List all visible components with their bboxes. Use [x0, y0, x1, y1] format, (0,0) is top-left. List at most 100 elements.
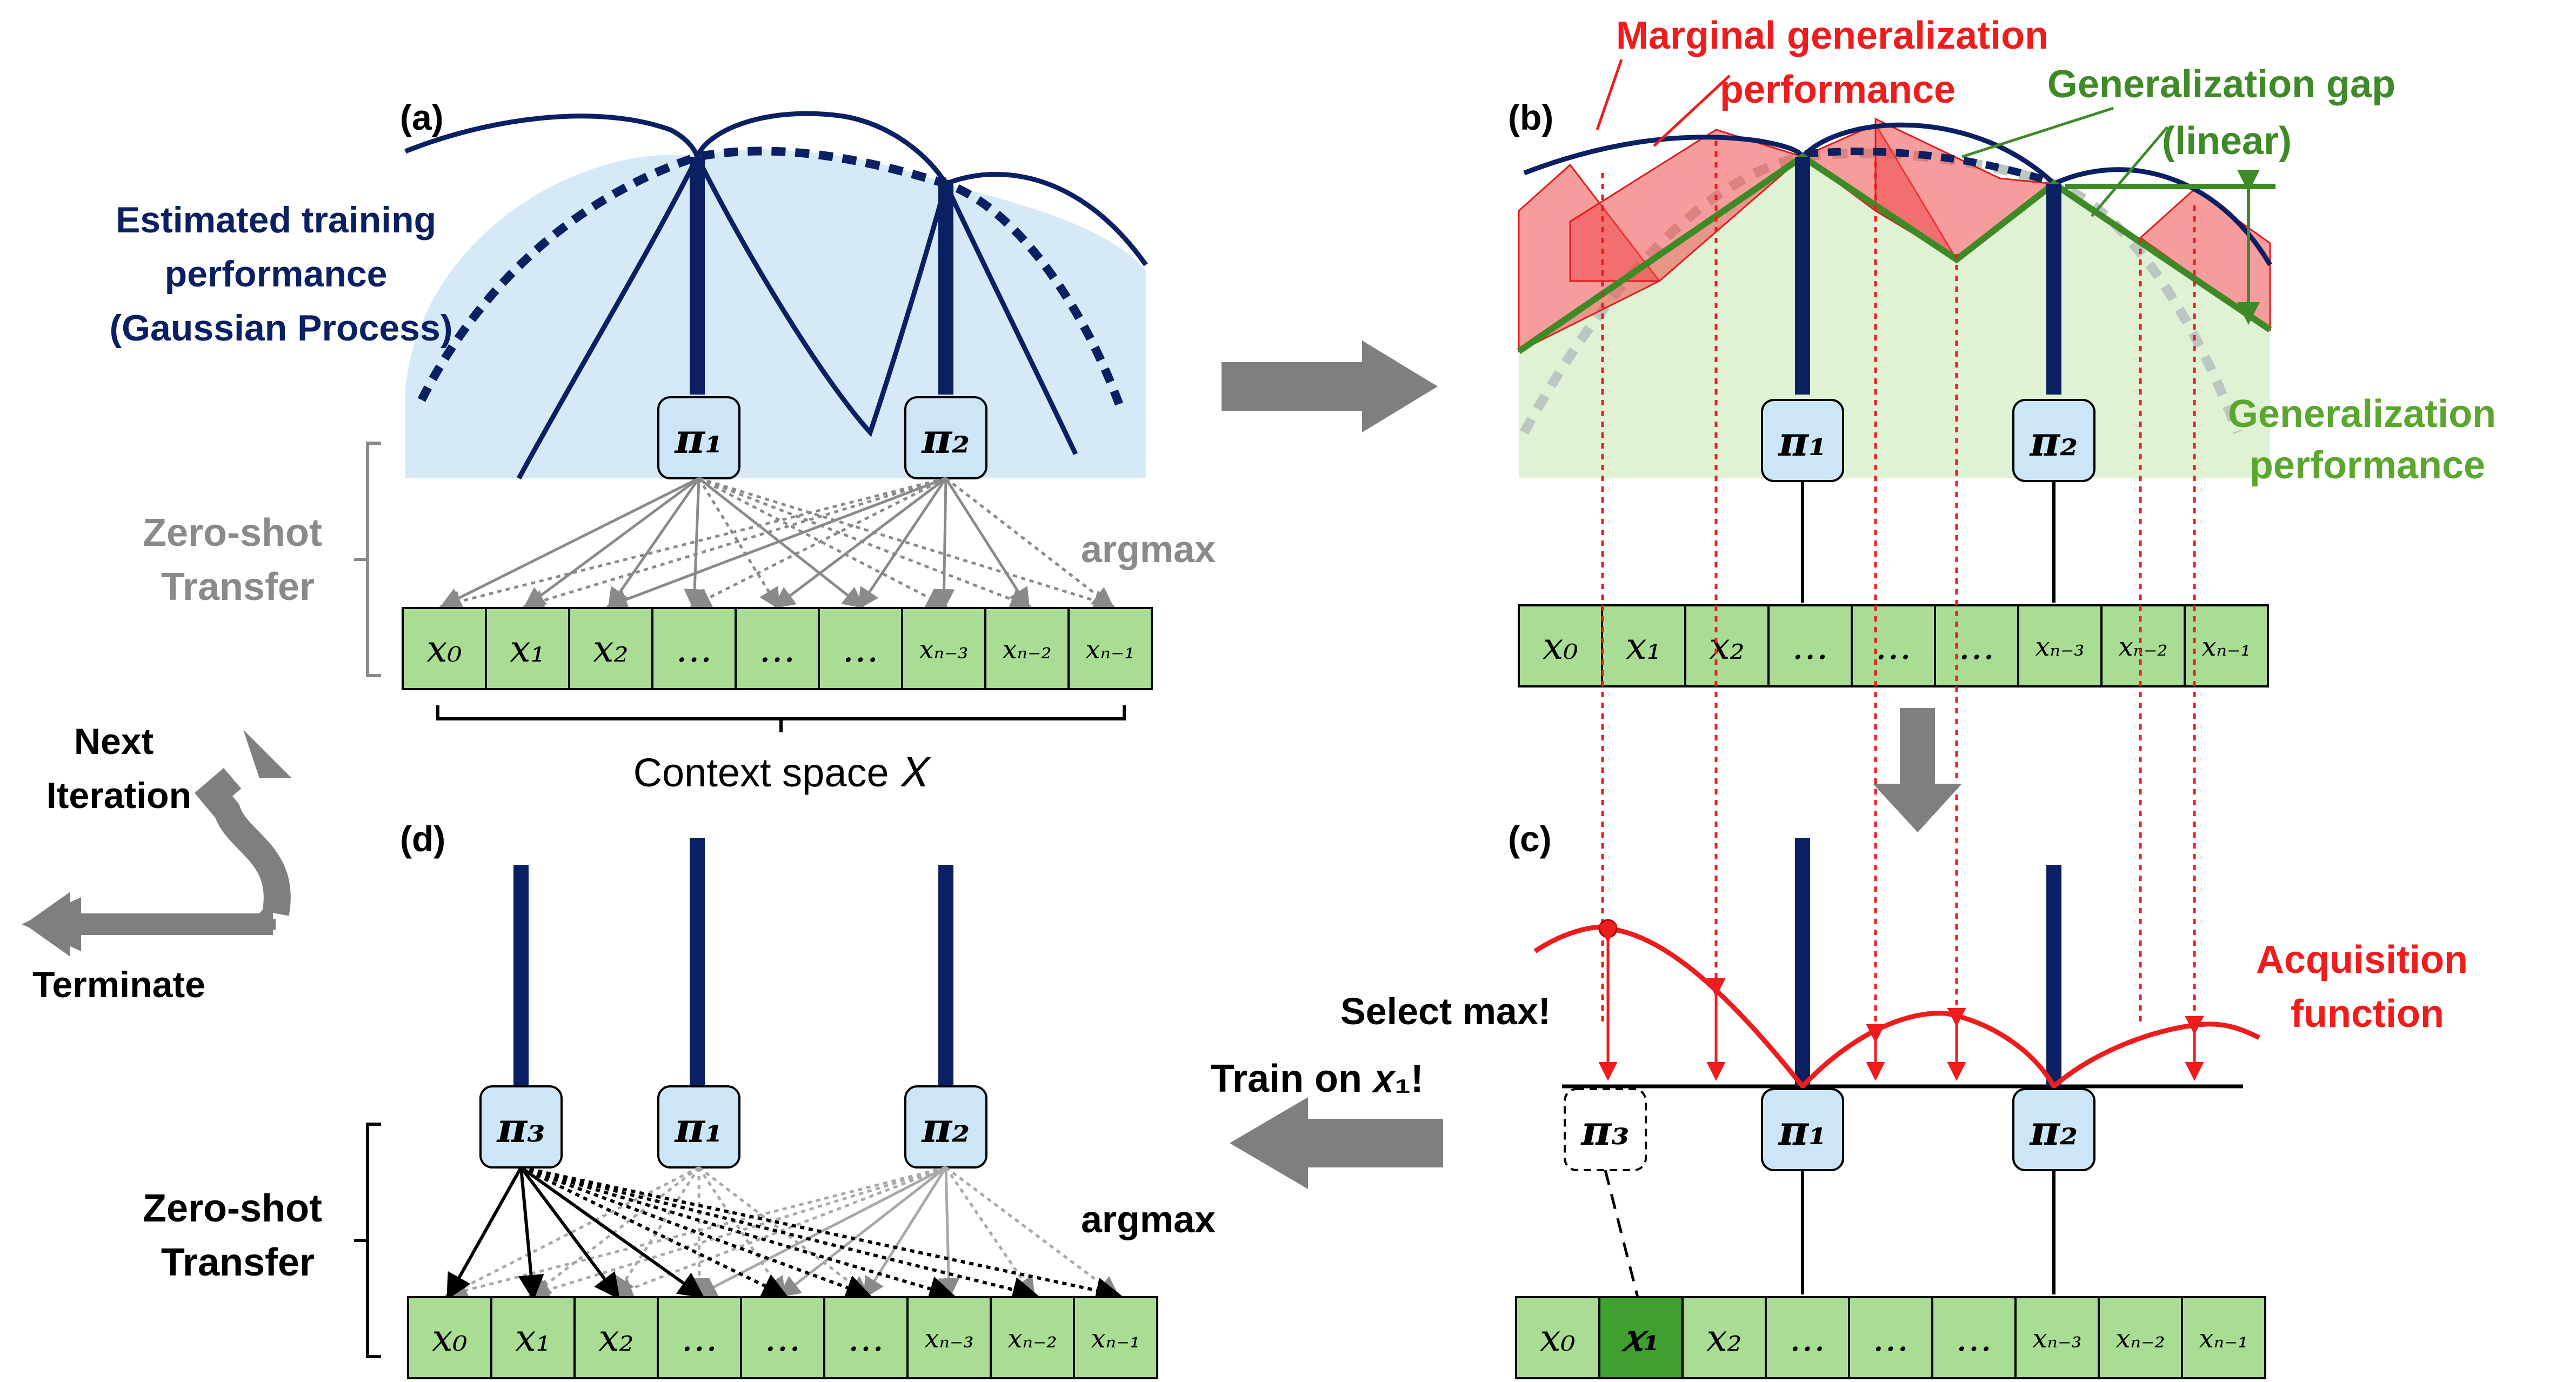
context-cell-label: 𝑥ₙ₋₁ — [1091, 1324, 1140, 1354]
context-cell-label: 𝑥ₙ₋₁ — [1085, 635, 1134, 665]
panel-b-tag: (b) — [1508, 97, 1553, 137]
context-cell-label: 𝑥ₙ₋₃ — [2032, 1324, 2081, 1354]
transfer-arrow — [520, 1166, 956, 1301]
context-cell-label: 𝑥₁ — [515, 1317, 551, 1360]
zero-shot-bracket-d — [366, 1123, 381, 1358]
pi2-performance-bar — [938, 184, 953, 395]
context-cell-label: 𝑥ₙ₋₁ — [2201, 632, 2251, 662]
context-cell-3: … — [1767, 604, 1853, 687]
context-cell-label: … — [1875, 625, 1912, 668]
context-cell-8: 𝑥ₙ₋₁ — [2184, 604, 2269, 687]
gp-upper-curve — [404, 111, 1148, 266]
context-cell-label: 𝑥ₙ₋₂ — [1002, 635, 1051, 665]
pi1-box-b: 𝝅₁ — [1761, 399, 1844, 603]
red-dotted-connectors — [1601, 141, 2196, 1027]
context-cell-3: … — [1765, 1296, 1850, 1379]
pi2-box: 𝝅₂ — [904, 396, 987, 479]
context-cell-3: … — [651, 607, 737, 690]
transfer-arrows-d — [444, 1166, 1122, 1303]
context-cell-label: … — [842, 628, 879, 671]
transfer-arrow — [944, 477, 1030, 610]
context-cell-label: 𝑥₁ — [510, 628, 545, 671]
transfer-arrow — [605, 477, 946, 610]
context-space-label: Context space 𝑋 — [633, 750, 932, 795]
terminate-label: Terminate — [32, 964, 205, 1005]
svg-text:𝝅₁: 𝝅₁ — [674, 415, 723, 463]
next-iteration-label: Next Iteration — [46, 721, 191, 816]
transfer-arrow — [863, 1166, 947, 1299]
context-cell-8: 𝑥ₙ₋₁ — [1067, 607, 1153, 690]
panel-b: (b) Marginal generalization performance — [1508, 14, 2507, 687]
context-cell-7: 𝑥ₙ₋₂ — [2098, 1296, 2183, 1379]
transfer-arrow — [773, 477, 947, 609]
context-cell-7: 𝑥ₙ₋₂ — [990, 1296, 1075, 1379]
generalization-performance-label: Generalization performance — [2228, 392, 2507, 487]
transfer-arrow — [520, 1166, 789, 1298]
panel-c-tag: (c) — [1508, 819, 1552, 859]
context-cell-1: 𝑥₁ — [1601, 604, 1686, 687]
svg-text:𝝅₃: 𝝅₃ — [1580, 1106, 1630, 1154]
context-cell-label: … — [676, 628, 712, 671]
transfer-arrow — [446, 1166, 523, 1300]
transfer-arrow — [945, 477, 1115, 609]
context-cell-3: … — [657, 1296, 742, 1379]
transfer-arrow — [528, 1166, 946, 1300]
context-cell-0: 𝑥₀ — [1515, 1296, 1600, 1379]
transfer-arrow — [608, 477, 700, 610]
transfer-arrow — [698, 477, 949, 608]
context-cell-7: 𝑥ₙ₋₂ — [2100, 604, 2186, 687]
train-on-label: Train on 𝑥₁! — [1211, 1057, 1424, 1100]
panel-d-tag: (d) — [400, 819, 445, 859]
transfer-arrow — [689, 477, 947, 608]
transfer-arrows-a — [439, 477, 1116, 612]
context-cell-label: … — [681, 1317, 718, 1360]
context-cell-label: 𝑥ₙ₋₁ — [2199, 1324, 2248, 1354]
pi2-bar-b — [2046, 184, 2061, 395]
svg-text:𝝅₁: 𝝅₁ — [1778, 1106, 1827, 1154]
context-cell-label: 𝑥ₙ₋₂ — [1007, 1324, 1057, 1354]
context-cell-6: 𝑥ₙ₋₃ — [2017, 604, 2103, 687]
context-cell-2: 𝑥₂ — [573, 1296, 659, 1379]
context-cell-4: … — [735, 607, 820, 690]
context-cell-2: 𝑥₂ — [1681, 1296, 1767, 1379]
transfer-arrow — [697, 477, 780, 610]
acquisition-label: Acquisition function — [2256, 938, 2479, 1036]
pi2-bar-d — [938, 865, 953, 1086]
gp-upper-curve-b — [1523, 122, 2272, 266]
transfer-arrow — [520, 1166, 872, 1300]
context-cell-label: 𝑥₀ — [1540, 1317, 1576, 1360]
acquisition-curve — [1533, 924, 2261, 1091]
context-cell-label: 𝑥₂ — [1706, 1317, 1742, 1360]
context-cell-label: … — [764, 1317, 801, 1360]
context-cell-label: 𝑥₂ — [1709, 625, 1745, 668]
pi2-box-b: 𝝅₂ — [2012, 399, 2095, 603]
estimated-training-label: Estimated training performance (Gaussian… — [110, 199, 453, 349]
context-cell-6: 𝑥ₙ₋₃ — [2014, 1296, 2100, 1379]
context-cell-0: 𝑥₀ — [402, 607, 487, 690]
transfer-arrow — [522, 477, 946, 611]
transfer-arrow — [519, 1166, 620, 1300]
context-cell-1: 𝑥₁ — [1598, 1296, 1684, 1379]
context-cell-label: 𝑥₁ — [1621, 1317, 1659, 1360]
pi1-bar-d — [690, 838, 705, 1086]
context-cell-label: 𝑥ₙ₋₃ — [924, 1324, 973, 1354]
context-cell-2: 𝑥₂ — [568, 607, 653, 690]
svg-text:𝝅₃: 𝝅₃ — [496, 1104, 545, 1152]
gap-label: Generalization gap (linear) — [2047, 63, 2406, 163]
svg-text:𝝅₂: 𝝅₂ — [921, 415, 970, 463]
transfer-arrow — [520, 1166, 705, 1298]
context-cell-label: … — [1958, 625, 1995, 668]
iteration-arrow — [22, 730, 292, 957]
transfer-arrow — [445, 1166, 700, 1297]
arrow-a-to-b — [1222, 341, 1438, 432]
context-cell-label: 𝑥₀ — [432, 1317, 468, 1360]
arrow-c-to-d — [1230, 1097, 1443, 1189]
context-cell-1: 𝑥₁ — [485, 607, 570, 690]
context-cell-label: 𝑥₁ — [1626, 625, 1661, 668]
pi1-bar-b — [1795, 157, 1810, 395]
selected-max-point — [1598, 919, 1618, 938]
transfer-arrow — [613, 1166, 700, 1299]
pi1-performance-bar — [690, 157, 705, 395]
argmax-label-d: argmax — [1081, 1198, 1216, 1240]
